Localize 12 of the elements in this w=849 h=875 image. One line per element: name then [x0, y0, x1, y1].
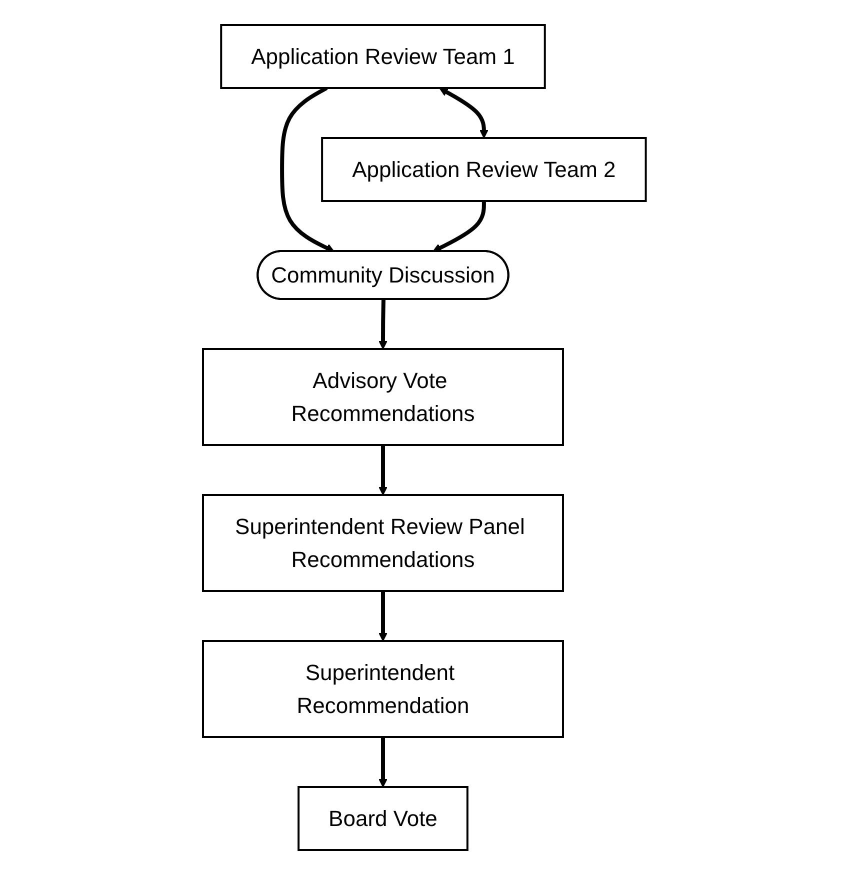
- arrow: [378, 737, 388, 788]
- node-box: Superintendent Review Panel Recommendations: [202, 494, 564, 592]
- node-box: Application Review Team 2: [321, 137, 647, 202]
- node-box: Advisory Vote Recommendations: [202, 348, 564, 446]
- arrow: [432, 201, 486, 252]
- node-box: Superintendent Recommendation: [202, 640, 564, 738]
- arrow: [378, 445, 388, 496]
- arrow: [439, 88, 488, 138]
- node-box: Application Review Team 1: [220, 24, 546, 89]
- arrow: [378, 299, 388, 350]
- arrow: [378, 591, 388, 642]
- node-box: Board Vote: [298, 786, 469, 851]
